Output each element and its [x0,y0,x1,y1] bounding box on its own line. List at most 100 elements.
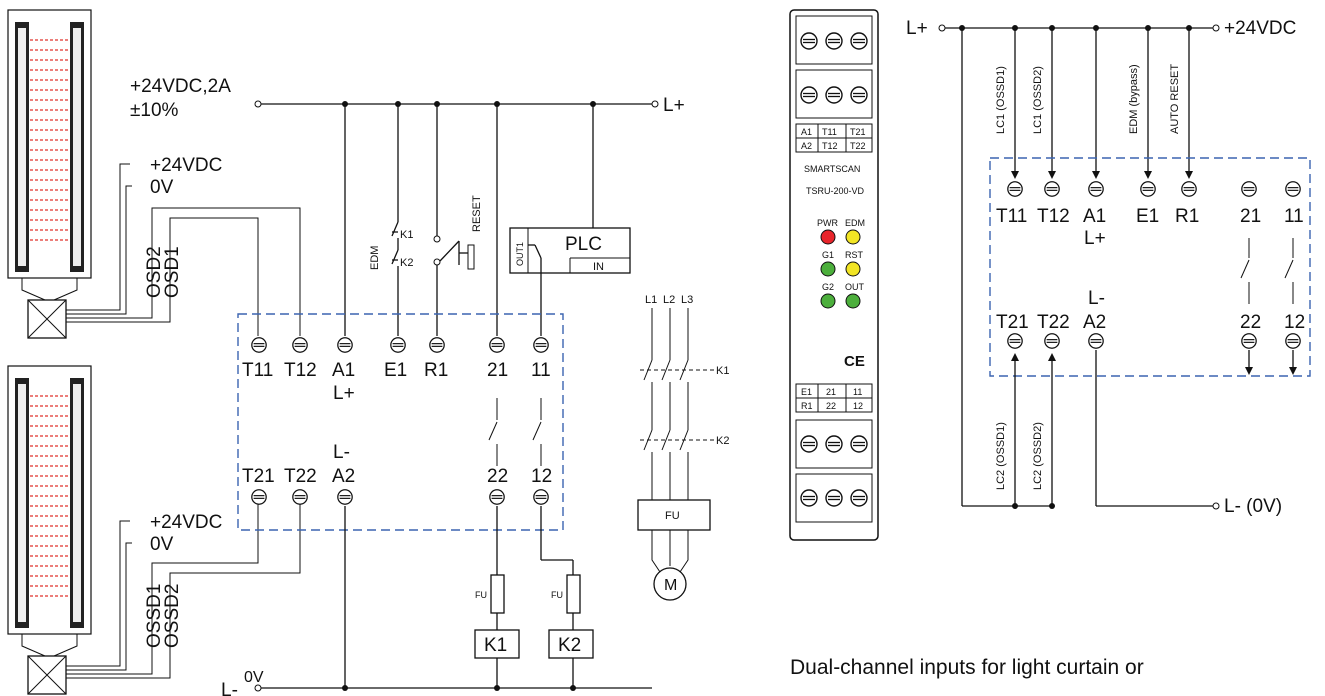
terminal-R1: R1 [424,360,448,381]
module-t11: T11 [822,127,837,137]
terminal-E1: E1 [384,360,407,381]
relay-module-device: A1 T11 T21 A2 T12 T22 SMARTSCAN TSRU-200… [789,9,879,541]
beam-lines [30,39,69,241]
curtain2-0v-label: 0V [150,534,174,555]
led-g2-label: G2 [822,282,834,292]
curtain1-osd2-label: OSD2 [144,246,165,298]
relay-k1-label: K1 [484,635,507,656]
module-t22: T22 [850,141,866,151]
light-curtain-1 [7,9,92,339]
led-pwr-label: PWR [817,218,838,228]
plc-out-label: OUT1 [515,242,525,266]
right-a2-sup: L- [1088,288,1105,309]
terminal-T22: T22 [284,466,317,487]
phase-l3: L3 [681,294,693,306]
input-auto-reset: AUTO RESET [1169,64,1181,134]
curtain1-24v-label: +24VDC [150,155,222,176]
input-lc1-ossd2: LC1 (OSSD2) [1032,66,1044,134]
module-a2: A2 [801,141,812,151]
curtain2-ossd1-label: OSSD1 [144,584,165,648]
curtain1-0v-label: 0V [150,177,174,198]
terminal-A2-sup: L- [333,442,350,463]
led-rst-label: RST [845,250,864,260]
edm-k2-label: K2 [400,257,413,269]
fuse-2 [566,574,581,614]
phase-l2: L2 [663,294,675,306]
module-a1: A1 [801,127,812,137]
reset-label: RESET [471,195,483,232]
led-pwr [820,229,836,245]
fuse2-label: FU [551,590,563,600]
led-edm [845,229,861,245]
l-minus-label: L- [221,680,238,696]
motor-label: M [664,577,677,594]
terminal-T12: T12 [284,360,317,381]
led-g1-label: G1 [822,250,834,260]
led-g1 [820,261,836,277]
right-terminal-22: 22 [1240,312,1261,333]
zero-volt-label: 0V [244,669,264,686]
motor-phase-lines [640,308,714,500]
right-l-plus-label: L+ [906,18,928,39]
terminal-12: 12 [531,466,552,487]
right-a1-sub: L+ [1084,228,1106,249]
input-edm-bypass: EDM (bypass) [1128,64,1140,134]
fuse1-label: FU [475,590,487,600]
led-g2 [820,293,836,309]
motor-icon [653,567,687,601]
right-terminal-T11: T11 [996,206,1027,227]
terminal-A2: A2 [332,466,355,487]
input-lc2-ossd2: LC2 (OSSD2) [1032,422,1044,490]
terminal-T11: T11 [242,360,273,381]
terminal-21: 21 [487,360,508,381]
curtain2-ossd2-label: OSSD2 [162,584,183,648]
terminal-A1: A1 [332,360,355,381]
module-model: TSRU-200-VD [806,186,865,196]
module-21: 21 [826,387,836,397]
module-e1: E1 [801,387,812,397]
supply-voltage-label: +24VDC,2A [130,76,231,97]
module-t12: T12 [822,141,838,151]
motor-k1-label: K1 [716,365,729,377]
edm-k1-label: K1 [400,229,413,241]
plc-in-label: IN [593,261,604,273]
terminal-T21: T21 [242,466,275,487]
right-terminal-T21: T21 [996,312,1029,333]
terminal-22: 22 [487,466,508,487]
right-terminal-R1: R1 [1175,206,1199,227]
right-terminal-A2: A2 [1083,312,1106,333]
right-terminal-A1: A1 [1083,206,1106,227]
module-r1: R1 [801,401,813,411]
led-rst [845,261,861,277]
caption-text: Dual-channel inputs for light curtain or [790,656,1144,679]
input-lc1-ossd1: LC1 (OSSD1) [995,66,1007,134]
module-12: 12 [853,401,863,411]
right-terminal-12: 12 [1284,312,1305,333]
module-11: 11 [853,387,862,397]
right-terminal-21: 21 [1240,206,1261,227]
safety-module-box [237,313,564,531]
module-22: 22 [826,401,836,411]
motor-fuse-block [637,499,711,531]
beam-lines [30,395,69,597]
right-terminal-E1: E1 [1136,206,1159,227]
led-out [845,293,861,309]
relay-k1 [474,629,520,659]
led-edm-label: EDM [845,218,865,228]
terminal-11: 11 [531,360,551,381]
input-lc2-ossd1: LC2 (OSSD1) [995,422,1007,490]
l-plus-label: L+ [663,95,685,116]
light-curtain-2 [7,365,92,695]
edm-label: EDM [369,246,381,270]
module-t21: T21 [850,127,866,137]
right-l-minus-label: L- (0V) [1224,496,1282,517]
phase-l1: L1 [645,294,657,306]
ce-mark: CE [844,353,865,370]
plc-label: PLC [565,234,602,255]
terminal-A1-sub: L+ [333,383,355,404]
fuse-1 [490,574,505,614]
module-brand: SMARTSCAN [804,164,860,174]
relay-k2-label: K2 [558,635,581,656]
right-terminal-T12: T12 [1037,206,1070,227]
